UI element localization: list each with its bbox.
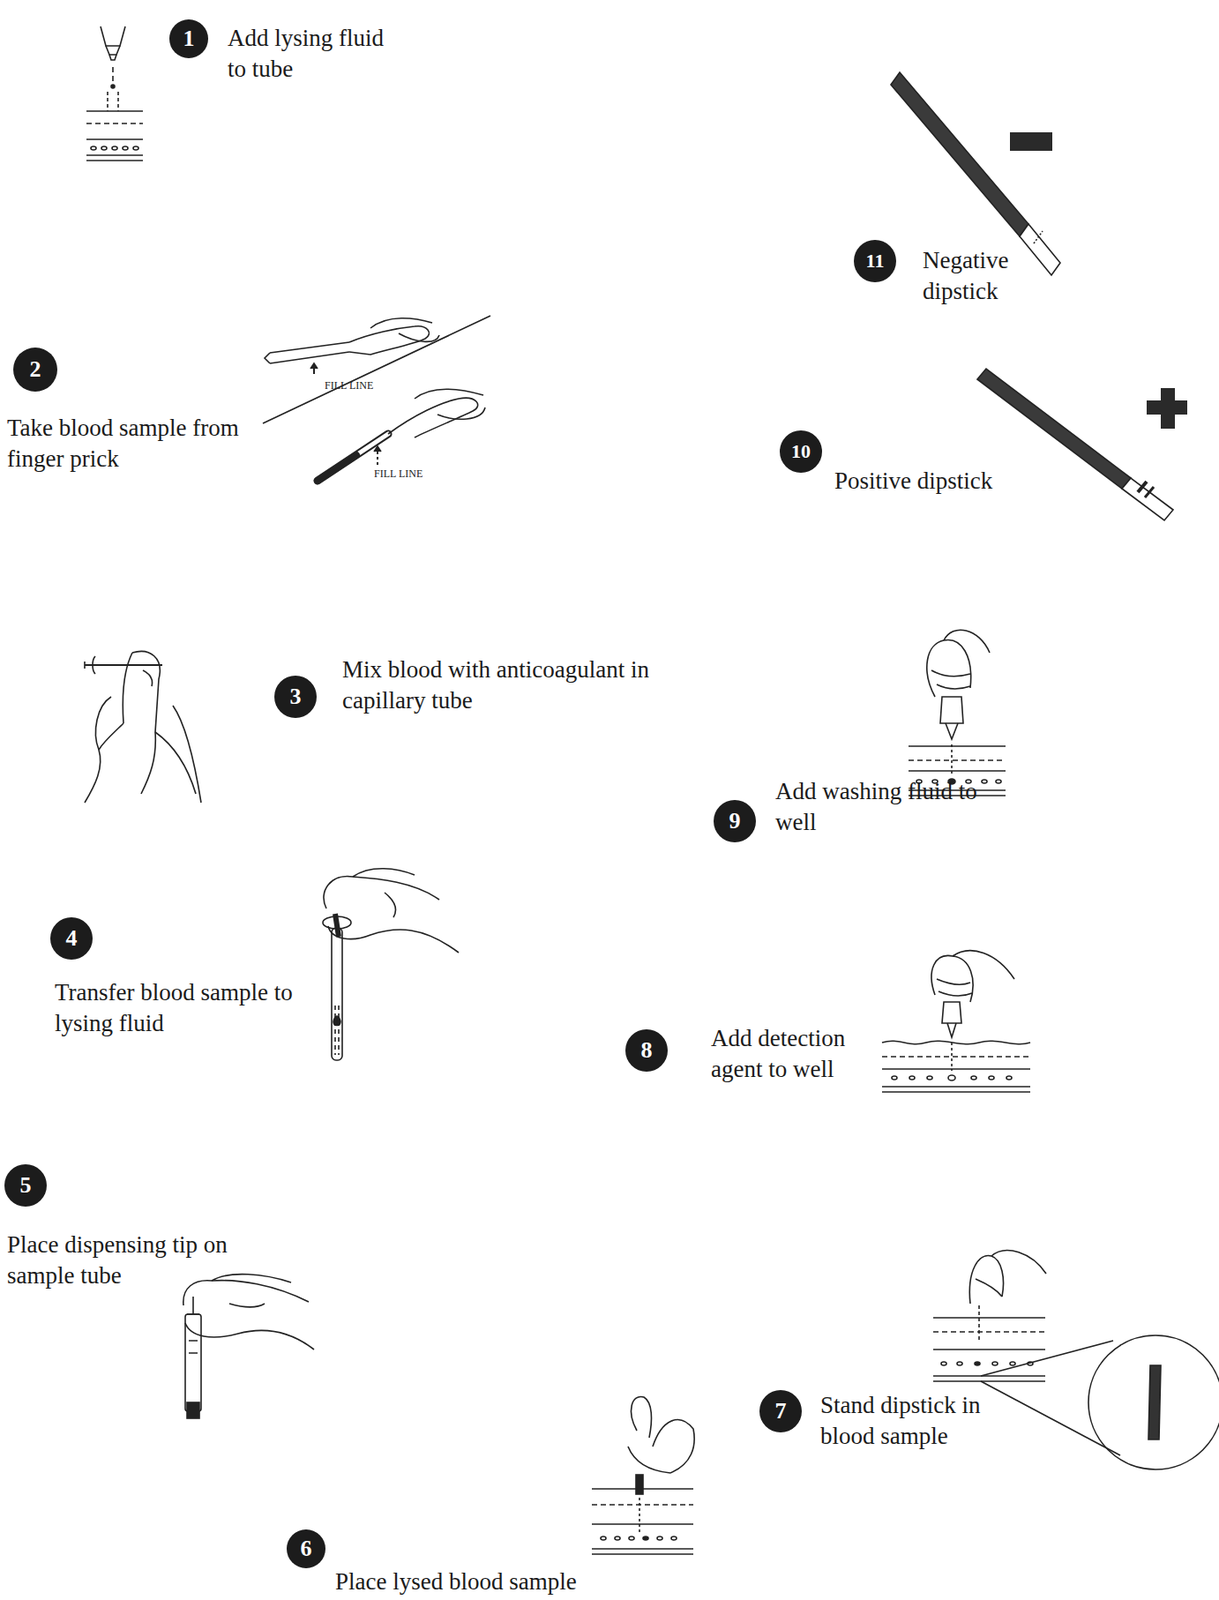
fill-line-label: FILL LINE [324,379,374,393]
step-number: 5 [4,1164,47,1207]
step-number-circle: 11Negative dipstick [853,239,897,283]
step-number: 1 [169,19,209,59]
step-number: 8 [625,1029,668,1072]
step-number: 9 [713,800,756,843]
step-caption: Positive dipstick [834,465,1064,497]
step-number: 10 [779,430,823,473]
step-number-circle: 8Add detection agent to well [625,1029,668,1072]
drop-sample-into-well [591,1396,695,1555]
step-number-circle: 5Place dispensing tip on sample tube [4,1164,47,1207]
step-number-circle: 9Add washing fluid to well [713,800,756,843]
step-caption: Negative dipstick [922,245,1055,307]
step-number: 3 [274,675,317,718]
step-caption: Add detection agent to well [710,1023,897,1085]
step-caption: Transfer blood sample to lysing fluid [54,977,320,1040]
step-number-circle: 4Transfer blood sample to lysing fluid [50,917,93,960]
hand-mixing-tube [84,650,202,803]
step-caption: Stand dipstick in blood sample [820,1390,1024,1452]
step-number-circle: 2Take blood sample from finger prick [13,347,58,392]
step-number-circle: 1Add lysing fluid to tube [169,19,209,59]
step-number-circle: 6Place lysed blood sample [286,1529,326,1569]
step-caption: Mix blood with anticoagulant in capillar… [342,654,678,717]
step-number-circle: 10Positive dipstick [779,430,823,473]
washing-fluid-bottle [908,629,1006,796]
transfer-to-tube [322,868,459,1061]
step-number: 2 [13,347,58,392]
step-caption: Add lysing fluid to tube [227,22,404,85]
fill-line-label: FILL LINE [373,467,423,481]
dispensing-tip-tube [183,1274,315,1419]
step-caption: Take blood sample from finger prick [7,412,255,475]
step-number: 6 [286,1529,326,1569]
negative-dipstick [890,72,1061,276]
step-number-circle: 7Stand dipstick in blood sample [759,1390,802,1433]
dipstick-in-well [933,1250,1219,1470]
step-caption: Place dispensing tip on sample tube [7,1229,228,1292]
step-number: 7 [759,1390,802,1433]
step-caption: Place lysed blood sample [335,1566,706,1598]
step-caption: Add washing fluid to well [775,776,1014,838]
step-number-circle: 3Mix blood with anticoagulant in capilla… [274,675,317,718]
detection-agent-bottle [882,950,1031,1092]
positive-dipstick [977,368,1188,521]
finger-prick-capillary [262,315,491,481]
step-number: 11 [853,239,897,283]
dropper-over-wells [86,26,143,161]
step-number: 4 [50,917,93,960]
